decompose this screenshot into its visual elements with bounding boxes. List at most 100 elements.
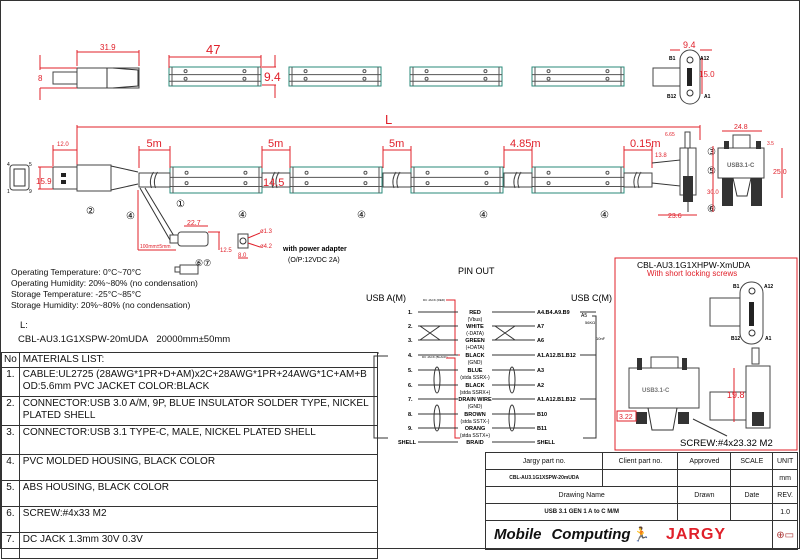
a-pin: 4. (408, 353, 413, 359)
tb-client (602, 469, 679, 487)
balloon-4e: ④ (600, 210, 609, 221)
usb-a-pin-4: 4 (7, 162, 10, 168)
tb-scale (730, 469, 774, 487)
tb-rev: 1.0 (772, 503, 798, 521)
dim-dc-h: 12.5 (220, 248, 232, 254)
tb-approved (677, 469, 732, 487)
balloon-4a: ④ (126, 211, 135, 222)
pinout-row: 3.GREEN(+DATA)A6 (408, 338, 544, 351)
materials-header-row: No MATERIALS LIST: (1, 352, 379, 368)
length-label: L: (20, 320, 28, 331)
variant-dim-w: 3.22 (619, 414, 633, 421)
dim-plug-h: 8 (38, 74, 43, 83)
materials-header: MATERIALS LIST: (18, 352, 379, 368)
materials-table: No MATERIALS LIST: 1.CABLE:UL2725 (28AWG… (1, 352, 379, 559)
material-no: 3. (1, 425, 20, 455)
pinout-row: 5.BLUE(stda SSRX-)A3 (408, 368, 544, 381)
title-block: Jargy part no. Client part no. Approved … (484, 452, 798, 550)
dim-c-side-h: 25.0 (773, 169, 787, 176)
length-spec: CBL-AU3.1G1XSPW-20mUDA 20000mm±50mm (18, 334, 230, 345)
wire-color: ORANG (465, 426, 485, 432)
balloon-6: ⑥ (707, 204, 716, 215)
pinout: PIN OUT USB A(M) USB C(M) DC JACK (RED) … (366, 266, 612, 446)
variant-pin-b1: B1 (733, 284, 740, 290)
balloon-5: ⑤ (707, 166, 716, 177)
break-mark (392, 171, 401, 189)
top-box-views (168, 66, 625, 87)
material-no: 6. (1, 506, 20, 533)
power-note-1: with power adapter (282, 246, 347, 253)
balloon-4b: ④ (238, 210, 247, 221)
a-pin: 3. (408, 338, 413, 344)
material-text: DC JACK 1.3mm 30V 0.3V (18, 532, 379, 559)
tb-date (730, 503, 774, 521)
segment-length-label: 5m (389, 138, 404, 150)
dim-c-len: 30.0 (707, 190, 719, 196)
pinout-row: 1.RED(Vbus)A4.B4.A9.B9 (408, 310, 596, 323)
material-row: 7.DC JACK 1.3mm 30V 0.3V (1, 532, 379, 559)
wire-color: WHITE (466, 324, 484, 330)
length-part: CBL-AU3.1G1XSPW-20mUDA (18, 334, 148, 345)
pinout-row: 8.BROWN(stda SSTX-)B10 (408, 412, 547, 425)
tb-h-approved: Approved (677, 452, 732, 470)
top-housing-box (168, 66, 262, 87)
pin-a12: A12 (700, 56, 709, 62)
cable-section (503, 171, 533, 189)
operating-specs: Operating Temperature: 0°C~70°C Operatin… (11, 267, 198, 311)
variant-pin-b12: B12 (731, 336, 740, 342)
wire-color: GREEN (465, 338, 485, 344)
wire-color: BROWN (464, 412, 485, 418)
usb-a-plug: 12.0 15.9 (36, 142, 139, 192)
pinout-row: 2.WHITE(-DATA)A7 (408, 324, 544, 337)
top-housing-box (409, 66, 503, 87)
pin-b12: B12 (667, 94, 676, 100)
cable-section (623, 171, 653, 189)
dim-dc-w: 22.7 (187, 220, 201, 227)
usb-a-pin-1: 1 (7, 189, 10, 195)
dim-c-gap: 13.8 (655, 153, 667, 159)
wire-signal: (-DATA) (466, 331, 484, 337)
dim-c-screw: 6.65 (665, 132, 675, 138)
pinout-row: 4.BLACK(GND)A1.A12.B1.B12 (408, 353, 596, 366)
twist-pair (419, 325, 516, 341)
runner-icon: 🏃 (632, 526, 650, 542)
dim-jack-d2: ø4.2 (260, 244, 273, 250)
segment-length-label: 5m (147, 138, 162, 150)
materials-no-header: No (1, 352, 20, 368)
tb-h-unit: UNIT (772, 452, 798, 470)
c-pin: A7 (537, 324, 544, 330)
cable-segments (138, 166, 653, 194)
dc-branch: 100mm±5mm 22.7 12.5 ø1.3 ø4.2 8.0 with p… (137, 187, 347, 275)
a-pin: 8. (408, 412, 413, 418)
dim-c-w: 9.4 (683, 40, 696, 50)
break-mark (149, 171, 158, 189)
top-box-dims: 47 9.4 (168, 42, 281, 98)
wire-signal: (stda SSTX+) (460, 433, 490, 439)
usb-a-pin-9: 9 (29, 189, 32, 195)
tb-part: CBL-AU3.1G1XSPW-20mUDA (484, 469, 604, 487)
c-pin: A2 (537, 383, 544, 389)
tb-h-client: Client part no. (602, 452, 679, 470)
c-pin: A3 (537, 368, 544, 374)
material-text: SCREW:#4x33 M2 (18, 506, 379, 533)
dim-box-h: 9.4 (264, 70, 281, 84)
variant-dim-h: 19.8 (727, 390, 745, 400)
top-plug-view: 31.9 8 (38, 43, 140, 100)
projection-icon: ⊕▭ (772, 520, 798, 550)
top-c-end-view: 9.4 15.0 B1 A12 B12 A1 (652, 40, 715, 105)
variant-title: CBL-AU3.1G1XHPW-XmUDA (637, 260, 751, 270)
tb-drawn (677, 503, 732, 521)
dim-box-len: 47 (206, 42, 220, 57)
balloon-6-7: ⑥⑦ (195, 258, 211, 268)
logo-mobile: Mobile (494, 526, 542, 543)
material-row: 2.CONNECTOR:USB 3.0 A/M, 9P, BLUE INSULA… (1, 396, 379, 426)
tb-h-date: Date (730, 486, 774, 504)
wire-color: RED (469, 310, 481, 316)
wire-color: DRAIN WIRE (458, 397, 492, 403)
cable-section (261, 171, 291, 189)
molded-housing (410, 166, 504, 194)
pin-b1: B1 (669, 56, 676, 62)
material-no: 4. (1, 454, 20, 481)
